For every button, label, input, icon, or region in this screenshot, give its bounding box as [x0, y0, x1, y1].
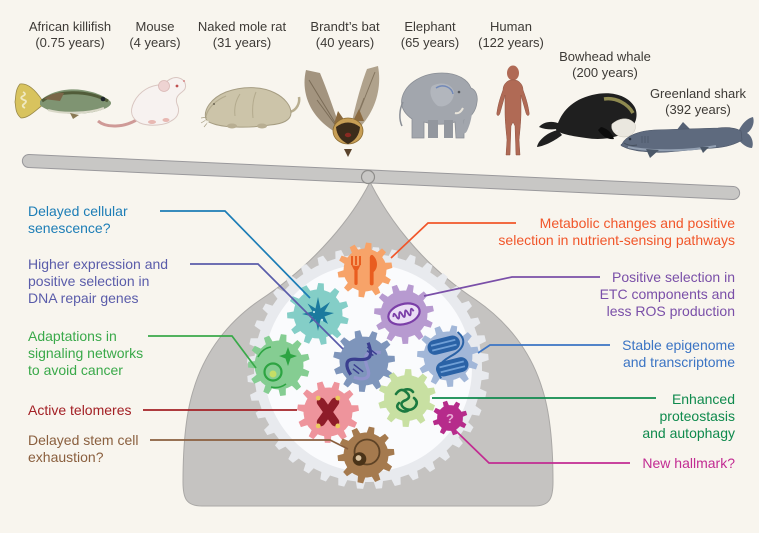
animal-label-african-killifish: African killifish (0.75 years) [0, 19, 140, 51]
animal-name: Brandt’s bat [310, 19, 380, 34]
hallmark-label-senescence: Delayed cellular senescence? [28, 203, 128, 236]
connector-dna-repair [190, 263, 344, 350]
animal-label-greenland-shark: Greenland shark (392 years) [628, 86, 759, 118]
hallmark-label-new-hallmark: New hallmark? [642, 455, 735, 471]
connector-signaling [148, 335, 257, 369]
fork-knife-icon [351, 254, 378, 286]
animal-label-elephant: Elephant (65 years) [360, 19, 500, 51]
protein-icon [394, 388, 419, 413]
hallmark-label-signaling: Adaptations in signaling networks to avo… [28, 328, 144, 378]
signaling-cell-icon [257, 346, 297, 389]
connector-senescence [160, 210, 311, 299]
question-mark: ? [446, 411, 454, 426]
hallmark-label-epigenome: Stable epigenome and transcriptome [622, 337, 735, 370]
hallmark-label-proteostasis: Enhanced proteostasis and autophagy [642, 391, 735, 441]
animal-lifespan: (40 years) [315, 35, 375, 50]
chromosome-icon [315, 395, 341, 429]
animal-label-brandts-bat: Brandt’s bat (40 years) [275, 19, 415, 51]
animal-name: Bowhead whale [559, 49, 651, 64]
animal-label-mouse: Mouse (4 years) [85, 19, 225, 51]
gear-new-hallmark [432, 400, 468, 436]
animal-lifespan: (122 years) [478, 35, 544, 50]
senescent-cell-icon [302, 297, 334, 331]
animal-lifespan: (392 years) [665, 102, 731, 117]
hallmark-label-stem-cells: Delayed stem cell exhaustion? [28, 432, 139, 465]
connector-nutrient-sensing [390, 222, 516, 259]
connector-layer [143, 210, 656, 464]
animal-name: Mouse [135, 19, 175, 34]
balance-beam [21, 154, 741, 200]
brandts-bat-illustration [304, 66, 380, 157]
connector-new-hallmark [455, 430, 630, 464]
connector-stem-cells [150, 439, 349, 450]
animal-label-human: Human (122 years) [441, 19, 581, 51]
stem-cell-icon [352, 438, 381, 466]
animal-name: Elephant [404, 19, 456, 34]
animal-lifespan: (0.75 years) [35, 35, 105, 50]
animal-lifespan: (31 years) [212, 35, 272, 50]
animal-lifespan: (65 years) [400, 35, 460, 50]
dna-helix-icon [345, 342, 381, 381]
mouse-illustration [97, 77, 187, 128]
mitochondrion-icon [387, 302, 421, 326]
nucleosome-icon [427, 331, 469, 379]
animal-label-bowhead-whale: Bowhead whale (200 years) [535, 49, 675, 81]
naked-mole-rat-illustration [200, 87, 301, 129]
hallmark-label-mitochondria: Positive selection in ETC components and… [599, 269, 735, 319]
animal-name: Greenland shark [649, 86, 747, 101]
animal-name: African killifish [28, 19, 112, 34]
animal-label-naked-mole-rat: Naked mole rat (31 years) [172, 19, 312, 51]
animal-name: Human [490, 19, 532, 34]
gear-stem-cells [337, 426, 395, 484]
human-illustration [496, 65, 530, 156]
hallmark-label-nutrient-sensing: Metabolic changes and positive selection… [498, 215, 735, 248]
animal-name: Naked mole rat [197, 19, 287, 34]
icon-layer: ? [257, 254, 469, 466]
african-killifish-illustration [14, 83, 112, 119]
hallmark-label-dna-repair: Higher expression and positive selection… [28, 256, 169, 306]
connector-epigenome [477, 344, 610, 354]
greenland-shark-illustration [620, 117, 754, 158]
animal-lifespan: (200 years) [572, 65, 638, 80]
connector-mitochondria [423, 276, 600, 297]
hallmark-label-telomeres: Active telomeres [28, 402, 132, 418]
bowhead-whale-illustration [537, 93, 637, 147]
elephant-illustration [399, 72, 478, 139]
balance-pivot [360, 169, 376, 185]
animal-lifespan: (4 years) [129, 35, 181, 50]
